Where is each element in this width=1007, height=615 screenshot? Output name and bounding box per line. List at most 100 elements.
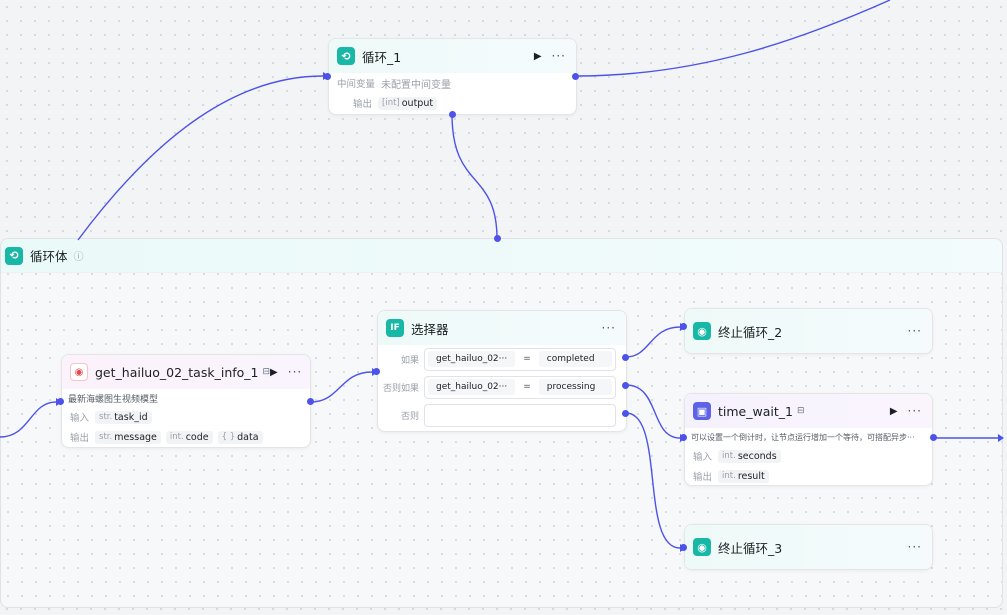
param-name: task_id xyxy=(114,411,148,423)
loop-var-label: 中间变量 xyxy=(337,79,376,90)
condition-label: 否则如果 xyxy=(382,383,419,394)
more-icon[interactable]: ··· xyxy=(907,540,922,554)
stop-loop-2-input-port[interactable] xyxy=(680,323,687,330)
condition-operator: = xyxy=(523,354,531,364)
stop-loop-3-node[interactable]: ◉ 终止循环_3 ··· xyxy=(684,524,933,570)
loop-body-header: ⟲ 循环体 ⓘ xyxy=(1,239,1002,273)
loop-output-label: 输出 xyxy=(353,99,373,110)
task-input-row: 输入 str. task_id xyxy=(62,407,310,427)
param-type: str. xyxy=(99,412,113,422)
loop-output-type: [int] xyxy=(382,98,400,108)
time-wait-title: time_wait_1 xyxy=(718,403,793,419)
loop-output-row: 输出 [int] output xyxy=(329,93,576,113)
condition-left: get_hailuo_02··· xyxy=(428,379,516,395)
loop-body-top-port[interactable] xyxy=(494,235,501,242)
loop-output-pill: [int] output xyxy=(378,96,438,110)
toolbox-icon: ⊟ xyxy=(796,406,805,416)
param-type: int. xyxy=(169,432,184,442)
loop-output-port[interactable] xyxy=(572,73,579,80)
param-name: seconds xyxy=(737,450,777,462)
wait-output-row: 输出 int. result xyxy=(685,466,932,486)
toolbox-icon: ⊟ xyxy=(262,367,271,377)
info-icon[interactable]: ⓘ xyxy=(73,252,84,263)
more-icon[interactable]: ··· xyxy=(551,49,566,63)
condition-right: completed xyxy=(538,351,612,367)
task-input-pill: str. task_id xyxy=(95,410,152,424)
param-name: message xyxy=(114,431,157,443)
task-output-label: 输出 xyxy=(70,433,90,444)
selector-if-port[interactable] xyxy=(622,354,629,361)
more-icon[interactable]: ··· xyxy=(907,324,922,338)
more-icon[interactable]: ··· xyxy=(601,321,616,335)
wait-output-pill: int. result xyxy=(718,469,769,483)
task-info-description: 最新海螺图生视频模型 xyxy=(68,394,159,405)
task-output-port[interactable] xyxy=(307,398,314,405)
cube-icon: ▣ xyxy=(693,402,711,420)
condition-box[interactable]: get_hailuo_02··· = processing xyxy=(424,375,616,399)
time-wait-input-port[interactable] xyxy=(680,434,687,441)
task-output-pill: int. code xyxy=(165,430,213,444)
time-wait-output-port[interactable] xyxy=(930,434,937,441)
plugin-icon: ◉ xyxy=(70,363,88,381)
selector-node[interactable]: IF 选择器 ··· 如果 get_hailuo_02··· = complet… xyxy=(377,310,627,432)
param-type: int. xyxy=(722,471,736,481)
condition-box[interactable]: get_hailuo_02··· = completed xyxy=(424,347,616,371)
stop-icon: ◉ xyxy=(693,538,711,556)
task-info-title: get_hailuo_02_task_info_1 xyxy=(95,364,259,380)
stop-loop-3-input-port[interactable] xyxy=(680,544,687,551)
stop-loop-2-title: 终止循环_2 xyxy=(718,324,783,340)
loop-output-name: output xyxy=(401,97,434,109)
task-output-pill: str. message xyxy=(95,430,161,444)
task-output-row: 输出 str. message int. code { } data xyxy=(62,427,310,447)
selector-title: 选择器 xyxy=(411,321,449,337)
play-icon[interactable]: ▶ xyxy=(889,405,898,417)
task-info-header: ◉ get_hailuo_02_task_info_1 ⊟ ▶ ··· xyxy=(62,355,310,389)
selector-else-port[interactable] xyxy=(622,410,629,417)
time-wait-header: ▣ time_wait_1 ⊟ ▶ ··· xyxy=(685,394,932,428)
condition-right: processing xyxy=(538,379,612,395)
loop-var-value: 未配置中间变量 xyxy=(381,79,452,91)
loop-body-title: 循环体 xyxy=(30,249,68,264)
param-name: result xyxy=(737,470,765,482)
condition-box[interactable] xyxy=(424,403,616,427)
wait-output-label: 输出 xyxy=(693,472,713,483)
loop-var-row: 中间变量 未配置中间变量 xyxy=(329,73,576,93)
condition-if[interactable]: 如果 get_hailuo_02··· = completed xyxy=(378,345,626,373)
loop-input-port[interactable] xyxy=(324,73,331,80)
loop-icon: ⟲ xyxy=(337,47,355,65)
condition-else[interactable]: 否则 xyxy=(378,401,626,429)
loop-node-header: ⟲ 循环_1 ▶ ··· xyxy=(329,39,576,73)
edge-loop-to-body xyxy=(451,113,498,240)
param-type: int. xyxy=(722,451,736,461)
stop-loop-3-title: 终止循环_3 xyxy=(718,540,783,556)
stop-loop-2-node[interactable]: ◉ 终止循环_2 ··· xyxy=(684,308,933,354)
play-icon[interactable]: ▶ xyxy=(270,366,278,378)
stop-icon: ◉ xyxy=(693,322,711,340)
loop-node[interactable]: ⟲ 循环_1 ▶ ··· 中间变量 未配置中间变量 输出 [int] outpu… xyxy=(328,38,577,115)
selector-header: IF 选择器 ··· xyxy=(378,311,626,345)
edge-loop-out xyxy=(575,0,891,77)
stop-loop-2-header: ◉ 终止循环_2 ··· xyxy=(685,309,932,353)
wait-input-pill: int. seconds xyxy=(718,449,781,463)
play-icon[interactable]: ▶ xyxy=(533,50,542,62)
loop-node-title: 循环_1 xyxy=(362,49,402,65)
loop-icon: ⟲ xyxy=(5,246,23,265)
edge-outer-to-loop xyxy=(77,75,324,241)
loop-bottom-port[interactable] xyxy=(449,111,456,118)
param-name: data xyxy=(237,431,259,443)
more-icon[interactable]: ··· xyxy=(907,404,922,418)
more-icon[interactable]: ··· xyxy=(287,365,303,379)
condition-icon: IF xyxy=(386,319,404,337)
condition-label: 否则 xyxy=(400,411,419,422)
time-wait-description: 可以设置一个倒计时，让节点运行增加一个等待，可搭配异步··· xyxy=(691,432,915,442)
selector-elseif-port[interactable] xyxy=(622,382,629,389)
condition-operator: = xyxy=(523,382,531,392)
task-input-port[interactable] xyxy=(57,398,64,405)
condition-elseif[interactable]: 否则如果 get_hailuo_02··· = processing xyxy=(378,373,626,401)
task-output-pill: { } data xyxy=(217,430,263,444)
time-wait-node[interactable]: ▣ time_wait_1 ⊟ ▶ ··· 可以设置一个倒计时，让节点运行增加一… xyxy=(684,393,933,486)
param-type: { } xyxy=(221,432,236,442)
task-info-node[interactable]: ◉ get_hailuo_02_task_info_1 ⊟ ▶ ··· 最新海螺… xyxy=(61,354,311,448)
stop-loop-3-header: ◉ 终止循环_3 ··· xyxy=(685,525,932,569)
selector-input-port[interactable] xyxy=(373,368,380,375)
